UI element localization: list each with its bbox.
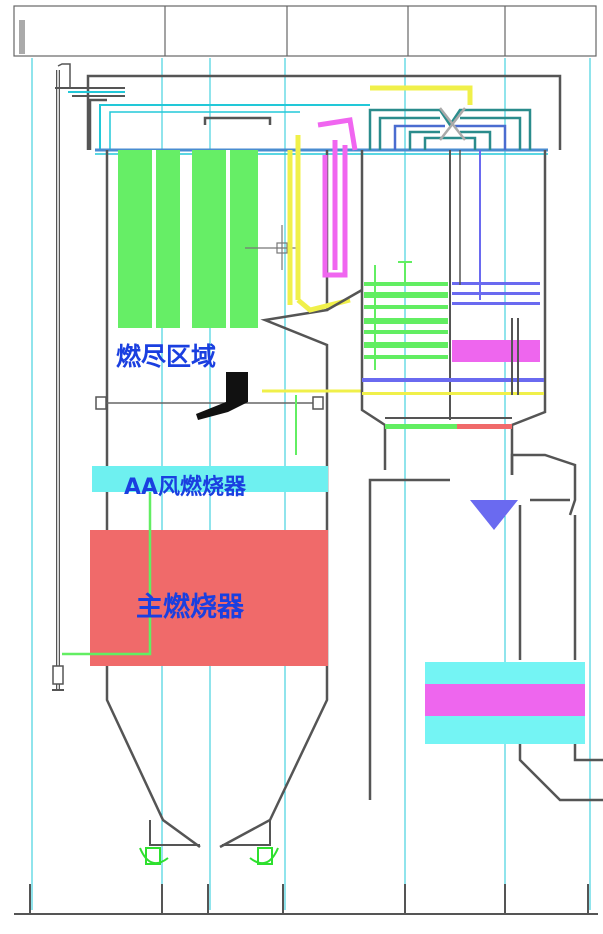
aa-burner-label: AA风燃烧器 xyxy=(124,474,247,500)
furnace-nose xyxy=(196,372,248,420)
ash-hopper xyxy=(470,500,518,530)
economizer xyxy=(362,318,544,429)
top-frame xyxy=(13,5,597,57)
rear-pass-headers xyxy=(368,107,532,150)
ground-columns xyxy=(14,884,598,915)
boiler-casing xyxy=(86,74,562,150)
furnace-beam xyxy=(95,389,362,455)
pendant-reheater xyxy=(317,117,358,278)
air-preheater xyxy=(425,662,603,802)
low-temp-reheater xyxy=(452,150,540,362)
bottom-hopper xyxy=(139,820,279,865)
rear-pass xyxy=(326,150,547,475)
division-superheaters xyxy=(118,150,258,328)
low-temp-superheater xyxy=(364,261,448,370)
downcomer xyxy=(52,63,71,691)
burnout-zone-label: 燃尽区域 xyxy=(116,342,216,371)
flue-duct xyxy=(368,453,577,800)
aa-burner-band xyxy=(92,466,328,492)
aa-air-pipe xyxy=(62,492,152,656)
main-burner-block xyxy=(90,530,328,666)
main-burner-label: 主燃烧器 xyxy=(136,592,245,623)
